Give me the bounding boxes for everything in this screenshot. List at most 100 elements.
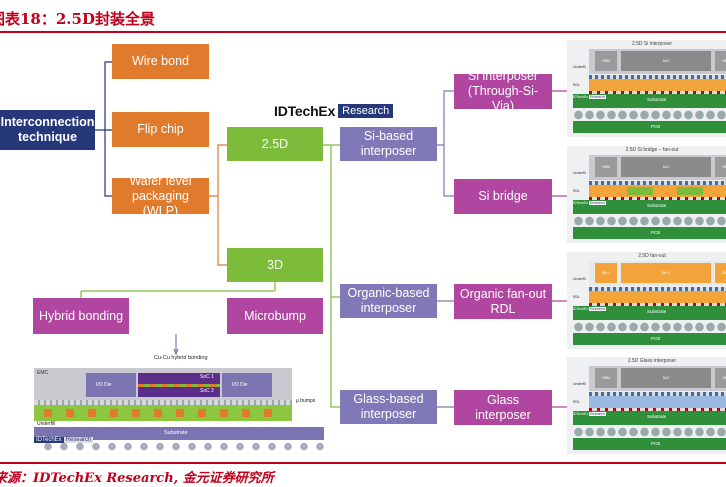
thumb-logo: IDTechEx Research — [573, 307, 606, 311]
pcb-label: PCB — [651, 230, 661, 235]
thumbnail-3: 2.5D fan-out Underfill RDL Die 1 Die 2 D… — [567, 252, 726, 349]
solder-ball-row — [40, 441, 324, 452]
bottom-rule — [0, 462, 726, 464]
substrate-block — [573, 306, 726, 320]
bridge-right — [677, 187, 703, 195]
logo-tag: Research — [338, 104, 394, 118]
rdl-label: RDL — [573, 83, 581, 87]
interposer-block — [589, 291, 726, 303]
soc1-block — [138, 373, 220, 384]
thumb-logo-tag: Research — [588, 307, 606, 311]
node-interconnection: Interconnection technique — [0, 110, 95, 150]
pcb-block — [573, 438, 726, 450]
hybrid-bond-layer — [138, 384, 220, 387]
soc1-label: SoC 1 — [200, 374, 214, 380]
die-left: HBM — [595, 51, 617, 71]
underfill-label: Underfill — [573, 277, 586, 281]
die-left: HBM — [595, 368, 617, 388]
interposer-block — [589, 79, 726, 91]
node-si-interposer: Si interposer (Through-Si-Via) — [454, 69, 552, 113]
top-rule — [0, 31, 726, 33]
figure-caption: 图表18：2.5D封装全景 — [0, 10, 155, 28]
thumb-logo-name: IDTechEx — [573, 412, 588, 416]
pcb-block — [573, 333, 726, 345]
pcb-block — [573, 121, 726, 133]
substrate-block — [573, 94, 726, 108]
soc2-block — [138, 387, 220, 397]
substrate-block — [34, 427, 324, 440]
thumb-logo: IDTechEx Research — [573, 201, 606, 205]
die-right: HBM — [715, 51, 726, 71]
bridge-left — [627, 187, 653, 195]
thumb-logo-tag: Research — [588, 412, 606, 416]
die-mid: SoC — [621, 51, 711, 71]
idtechex-logo: IDTechEx Research — [274, 103, 394, 119]
emc-label: EMC — [37, 370, 49, 376]
c4-bump-row — [589, 303, 726, 306]
node-3d: 3D — [227, 248, 323, 282]
bump-row — [589, 181, 726, 185]
tsv-pattern — [44, 409, 282, 417]
die-left: HBM — [595, 157, 617, 177]
node-microbump: Microbump — [227, 298, 323, 334]
die-right: Die 3 — [715, 263, 726, 283]
substrate-label: Substrate — [647, 309, 667, 314]
solder-ball-row — [573, 427, 726, 437]
node-organic-based-interposer: Organic-based interposer — [340, 284, 437, 318]
io-die-right-label: I/O Die — [232, 382, 248, 388]
hybrid-title: Cu-Cu hybrid bonding — [154, 355, 208, 361]
die-mid: Die 2 — [621, 263, 711, 283]
substrate-block — [573, 200, 726, 214]
c4-bump-row — [589, 408, 726, 411]
rdl-label: RDL — [573, 400, 581, 404]
node-organic-fanout-rdl: Organic fan-out RDL — [454, 284, 552, 319]
microbump-row — [34, 400, 292, 405]
substrate-block — [573, 411, 726, 425]
node-si-based-interposer: Si-based interposer — [340, 127, 437, 161]
node-glass-interposer: Glass interposer — [454, 390, 552, 425]
rdl-label: RDL — [573, 295, 581, 299]
node-flip-chip: Flip chip — [112, 112, 209, 147]
thumbnail-title: 2.5D Si interposer — [631, 41, 673, 47]
underfill-label: Underfill — [573, 171, 586, 175]
thumbnail-title: 2.5D Si bridge – fan-out — [625, 147, 679, 153]
pcb-label: PCB — [651, 336, 661, 341]
node-2-5d: 2.5D — [227, 127, 323, 161]
bump-row — [589, 392, 726, 396]
pcb-label: PCB — [651, 124, 661, 129]
hybrid-bonding-diagram: Cu-Cu hybrid bonding EMC I/O Die I/O Die… — [34, 355, 324, 452]
thumbnail-title: 2.5D Glass interposer — [627, 358, 677, 364]
pcb-label: PCB — [651, 441, 661, 446]
node-si-bridge: Si bridge — [454, 179, 552, 214]
die-left: Die 1 — [595, 263, 617, 283]
small-logo-tag: Research — [63, 437, 94, 443]
ubumps-label: μ bumps — [296, 398, 316, 404]
substrate-label: Substrate — [164, 430, 188, 436]
underfill-label: Underfill — [573, 382, 586, 386]
solder-ball-row — [573, 322, 726, 332]
pcb-block — [573, 227, 726, 239]
logo-name: IDTechEx — [274, 103, 336, 119]
die-mid: SoC — [621, 157, 711, 177]
thumb-logo: IDTechEx Research — [573, 412, 606, 416]
thumbnail-4: 2.5D Glass interposer Underfill RDL HBM … — [567, 357, 726, 454]
c4-bump-row — [589, 91, 726, 94]
solder-ball-row — [573, 110, 726, 120]
thumbnail-title: 2.5D fan-out — [638, 253, 666, 259]
soc2-label: SoC 2 — [200, 388, 214, 394]
thumb-logo-name: IDTechEx — [573, 201, 588, 205]
rdl-label: RDL — [573, 189, 581, 193]
die-right: HBM — [715, 157, 726, 177]
underfill-label: Underfill — [37, 421, 56, 427]
thumb-logo-name: IDTechEx — [573, 95, 588, 99]
thumbnail-1: 2.5D Si interposer Underfill RDL HBM SoC… — [567, 40, 726, 137]
underfill-label: Underfill — [573, 65, 586, 69]
bump-row — [589, 75, 726, 79]
thumb-logo: IDTechEx Research — [573, 95, 606, 99]
node-hybrid-bonding: Hybrid bonding — [33, 298, 129, 334]
thumb-logo-name: IDTechEx — [573, 307, 588, 311]
substrate-label: Substrate — [647, 97, 667, 102]
c4-bump-row — [589, 197, 726, 200]
solder-ball-row — [573, 216, 726, 226]
